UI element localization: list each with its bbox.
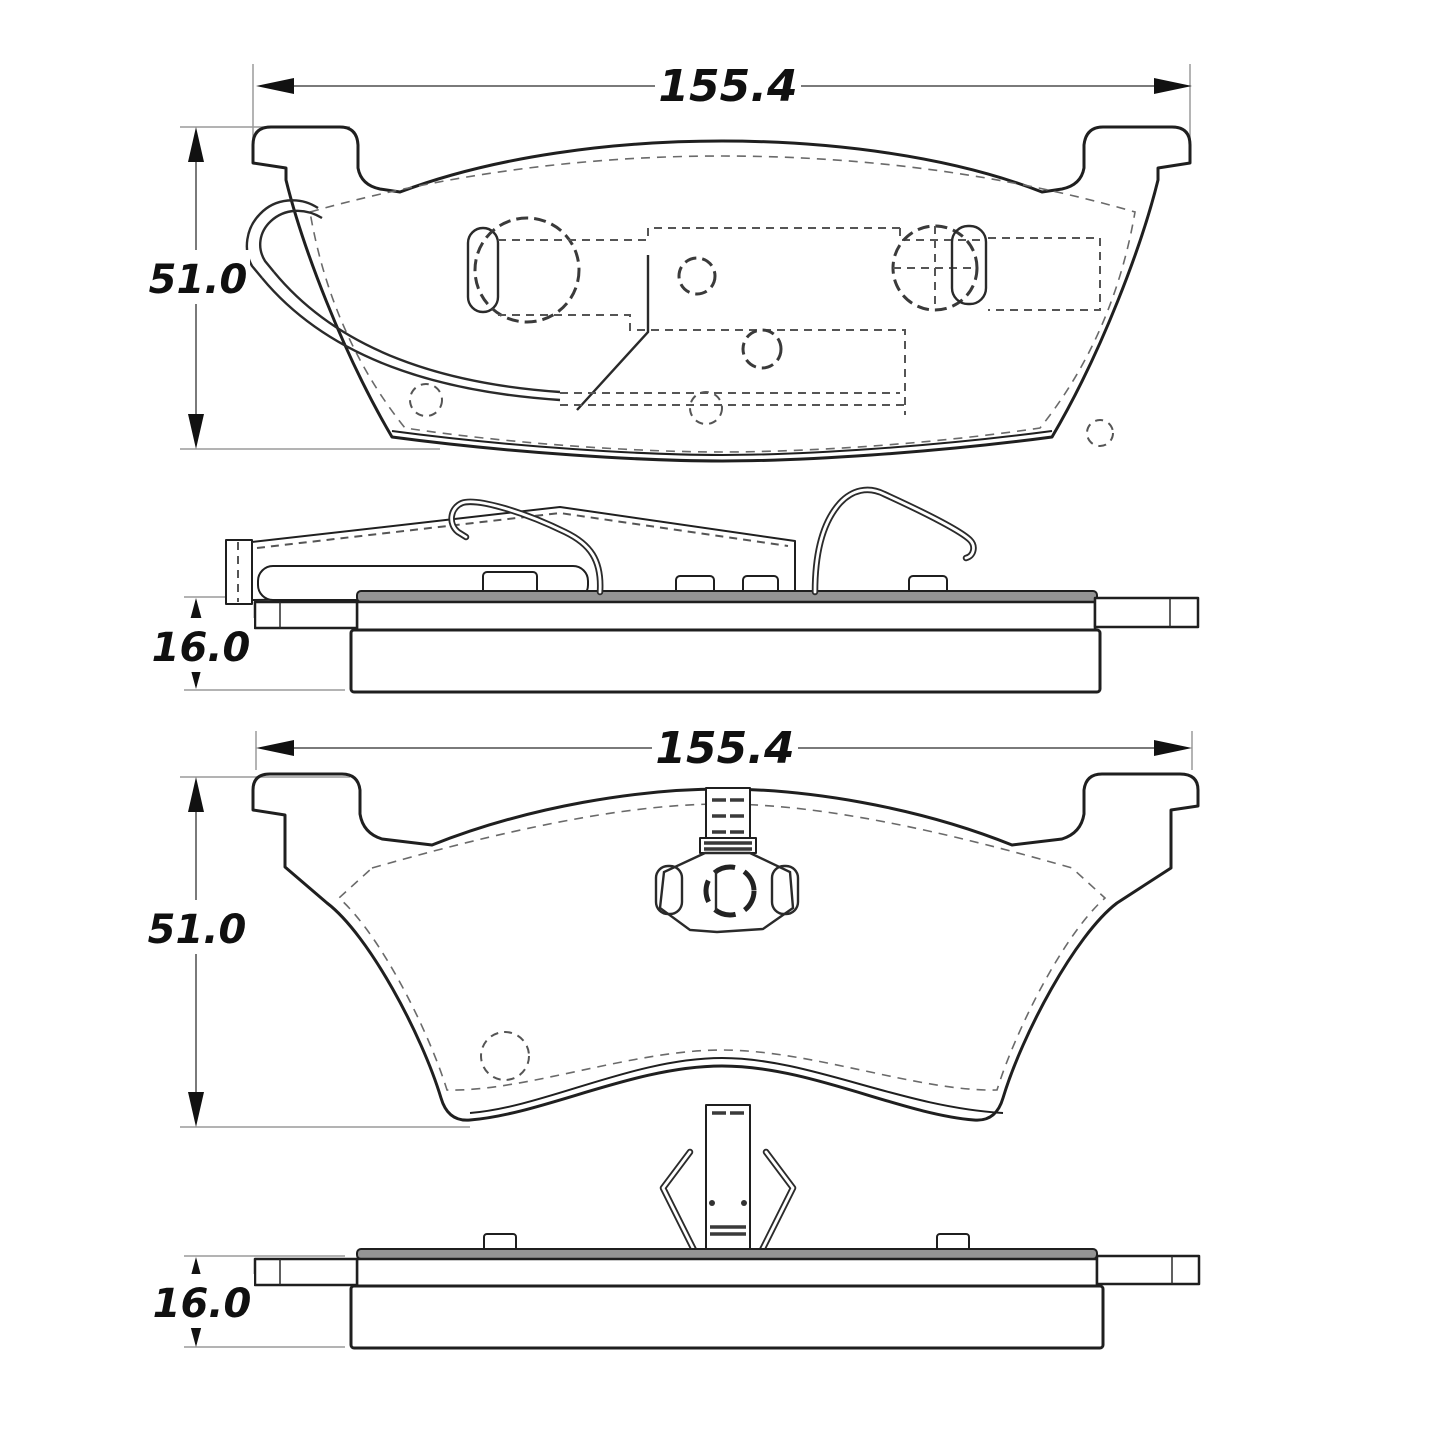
clip-post [705,1104,751,1254]
edge-view-bottom-pad [253,1233,1201,1350]
clip-dimple-right [741,1200,747,1206]
clip-spring-arm-left [659,1148,698,1254]
dimension-label-thickness-top: 16.0 [152,625,251,671]
dimension-label-thickness-bottom: 16.0 [153,1281,252,1327]
dimension-label-height-bottom: 51.0 [148,907,247,953]
dimension-label-width-bottom: 155.4 [655,723,794,774]
retaining-clip-detail [659,1104,797,1254]
side-slot-left [654,864,684,916]
dimension-label-height-top: 51.0 [149,257,248,303]
retainer-boss-octagon [658,851,795,934]
hidden-hole-left [409,383,443,417]
friction-material-hidden-outline [337,803,1107,1091]
clip-spring-arm-right [758,1148,797,1254]
shim-strip [356,1248,1098,1260]
flat-pad [253,571,1200,694]
retainer-hole [703,864,757,918]
extension-lines [180,64,1193,1348]
dimension-labels: 155.4 51.0 16.0 155.4 51.0 16.0 [146,58,801,1328]
dimension-label-width-top: 155.4 [658,61,797,112]
abutment-slot [466,226,500,314]
side-slot-right [770,864,800,916]
abutment-slot-right [950,224,988,306]
anti-rattle-spring-left [448,498,604,596]
pad-bottom-edge-line [469,1057,1004,1114]
hidden-detail-lines [409,216,1114,447]
rivet-hole-lower [741,328,783,370]
pad-bottom-edge-line [391,430,1053,456]
hidden-hole-bottom-left [480,1031,530,1081]
plate-end-right [1093,596,1200,629]
friction-material-hidden-outline [309,155,1136,453]
friction-material-edge [349,628,1102,694]
center-retainer-assembly [654,787,800,934]
shim-strip [356,590,1098,603]
backing-plate-outline [251,125,1192,463]
plate-end-left [253,600,359,630]
front-view-top-pad [245,125,1192,463]
plate-end-right [1095,1254,1201,1286]
friction-material-edge [349,1284,1105,1350]
rivet-hole-center [677,256,717,296]
clip-dimple-left [709,1200,715,1206]
anti-rattle-spring-right [811,486,977,596]
edge-view-top-pad [225,486,1200,694]
wear-sensor-clip [245,199,561,402]
backing-plate-edge [355,600,1097,632]
plate-end-left [253,1257,359,1287]
torque-button-left [473,216,581,324]
front-view-bottom-pad [251,772,1200,1122]
backing-plate-outline [251,772,1200,1122]
hidden-hole-bottom-center [689,391,723,425]
hidden-hole-right [1086,419,1114,447]
backing-plate-edge [355,1257,1099,1288]
